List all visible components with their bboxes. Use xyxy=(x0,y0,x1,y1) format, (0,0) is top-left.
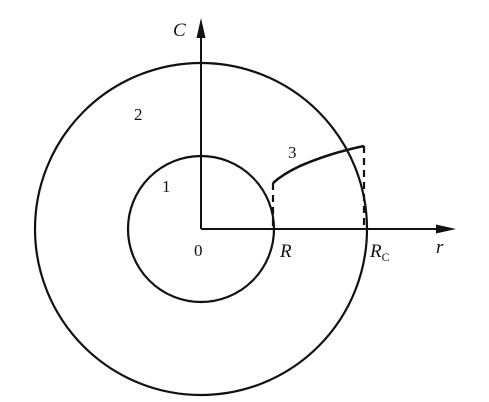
horizontal-axis-arrowhead xyxy=(436,224,456,234)
region-1-label: 1 xyxy=(162,177,171,196)
axis-c-label: C xyxy=(173,20,186,41)
outer-radius-label: RC xyxy=(369,241,390,264)
outer-radius-label-subscript: C xyxy=(382,250,390,264)
outer-radius-label-main: R xyxy=(369,241,382,262)
concentration-curve xyxy=(272,144,365,184)
inner-radius-label: R xyxy=(279,241,292,262)
region-2-label: 2 xyxy=(134,105,143,124)
curve-3-label: 3 xyxy=(288,143,297,162)
origin-label: 0 xyxy=(194,241,203,260)
vertical-axis-arrowhead xyxy=(196,18,206,38)
axis-r-label: r xyxy=(436,237,444,258)
